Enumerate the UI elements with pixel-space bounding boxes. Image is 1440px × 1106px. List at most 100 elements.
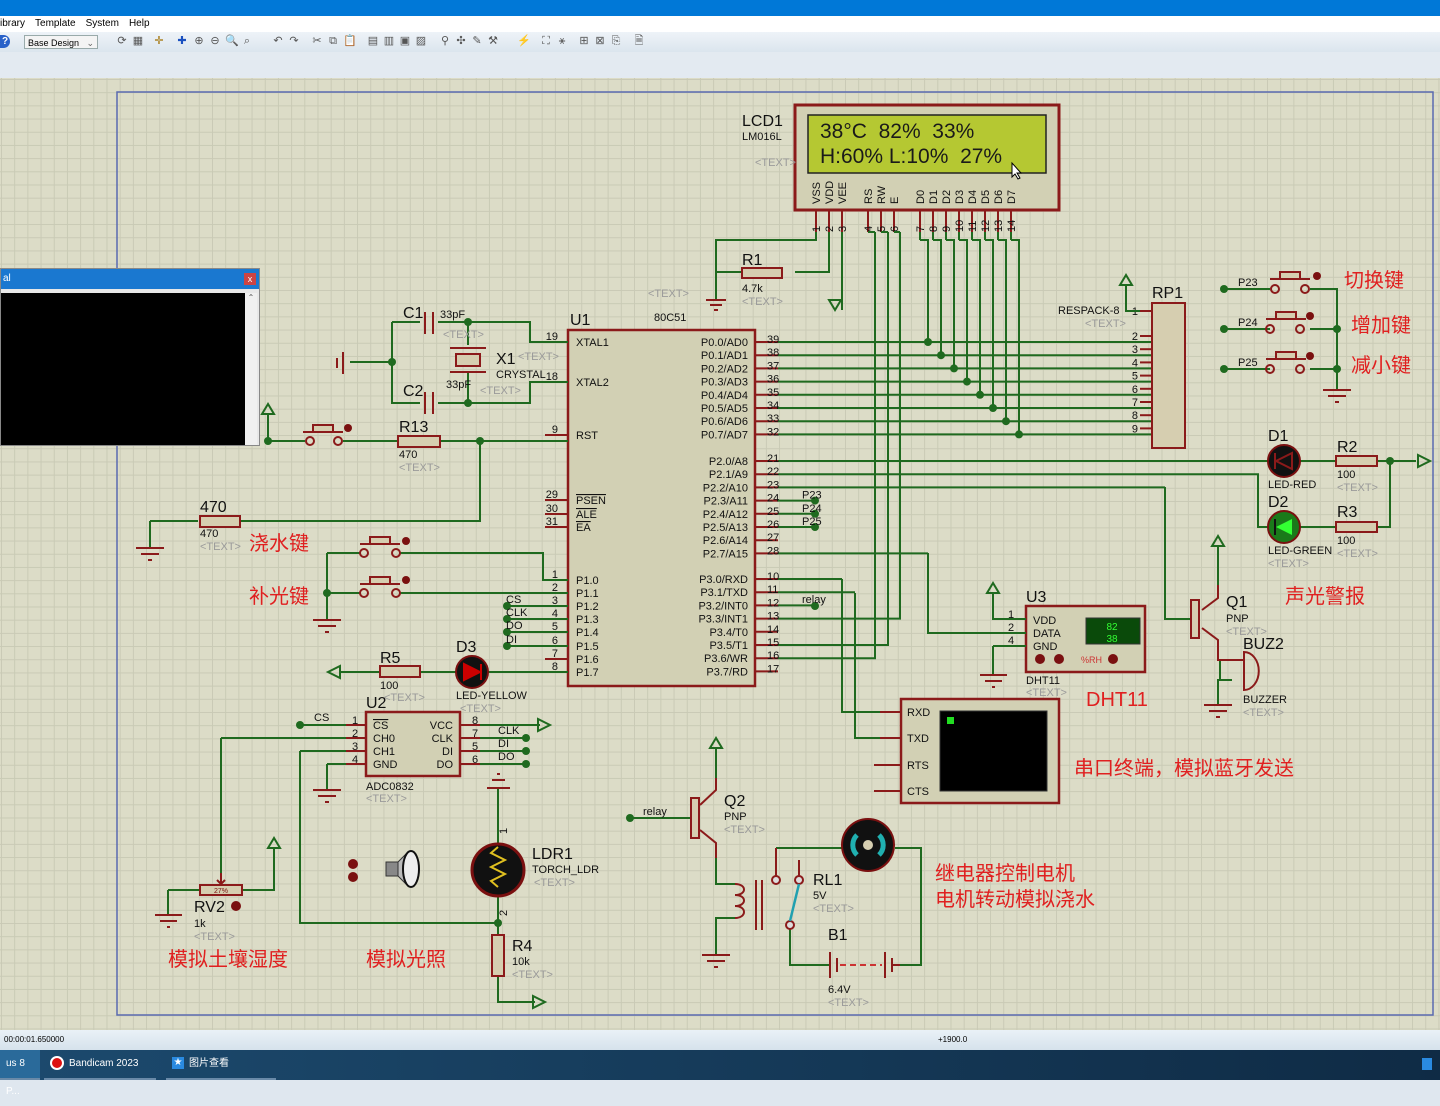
refresh-icon[interactable]: ⟳ bbox=[117, 35, 127, 47]
relay-rl1-coil bbox=[734, 848, 800, 930]
resistor-470[interactable] bbox=[199, 515, 241, 528]
zoom-all-icon[interactable]: 🔍 bbox=[225, 35, 239, 47]
paste-icon[interactable]: 📋 bbox=[343, 35, 357, 47]
junction bbox=[811, 509, 819, 518]
dht11-pin-gnd: GND bbox=[1033, 641, 1058, 653]
transistor-q1[interactable] bbox=[1190, 599, 1200, 639]
zoom-in-icon[interactable]: ⊕ bbox=[194, 35, 204, 47]
cut-icon[interactable]: ✂ bbox=[312, 35, 322, 47]
pan-icon[interactable]: ✚ bbox=[177, 35, 187, 47]
block-delete-icon[interactable]: ▨ bbox=[415, 35, 427, 47]
ldr-torch-ldr[interactable] bbox=[470, 842, 526, 898]
toolbar: ? Base Design⌄ bbox=[0, 32, 1440, 52]
rl1-value: 5V bbox=[813, 890, 827, 902]
menu-library[interactable]: ibrary bbox=[0, 18, 26, 29]
u1-pin-number: 39 bbox=[767, 334, 779, 346]
lcd-pin-e: E bbox=[889, 197, 901, 204]
led-red-d1[interactable] bbox=[1267, 444, 1301, 478]
u1-pin-number: 29 bbox=[546, 489, 558, 501]
close-icon[interactable]: x bbox=[244, 273, 256, 285]
water-key-button[interactable] bbox=[359, 536, 410, 558]
menu-template[interactable]: Template bbox=[35, 18, 76, 29]
taskbar-item-bandicam[interactable]: Bandicam 2023 bbox=[44, 1050, 156, 1080]
r3-text: <TEXT> bbox=[1337, 548, 1378, 560]
led-yellow-d3[interactable] bbox=[455, 655, 489, 689]
copy-icon[interactable]: ⧉ bbox=[329, 35, 337, 47]
light-key-button[interactable] bbox=[359, 576, 410, 598]
mcu-80c51[interactable]: XTAL119XTAL218RST9PSEN29ALE30EA31P1.01P1… bbox=[545, 328, 779, 688]
lcd-pin-number: 2 bbox=[824, 226, 836, 232]
resistor-r2[interactable] bbox=[1335, 455, 1378, 467]
remove-sheet-icon[interactable]: ⊠ bbox=[595, 35, 605, 47]
taskbar-item-proteus[interactable]: us 8 P... bbox=[0, 1050, 40, 1097]
resistor-r13[interactable] bbox=[397, 435, 441, 448]
zoom-out-icon[interactable]: ⊖ bbox=[210, 35, 220, 47]
virtual-terminal-window[interactable]: al x ⌃ bbox=[0, 268, 260, 446]
switch-key-button[interactable] bbox=[1270, 271, 1321, 294]
r5-text: <TEXT> bbox=[384, 692, 425, 704]
help-icon[interactable]: ? bbox=[0, 35, 10, 48]
tray-icon[interactable] bbox=[1422, 1058, 1432, 1070]
pick-device-icon[interactable]: ⚲ bbox=[440, 35, 450, 47]
rp1-pin-number: 3 bbox=[1132, 344, 1138, 356]
battery-b1[interactable] bbox=[829, 952, 900, 978]
u1-pin-number: 27 bbox=[767, 532, 779, 544]
menu-help[interactable]: Help bbox=[128, 18, 150, 29]
u1-pin-xtal2: XTAL2 bbox=[576, 377, 609, 389]
u1-pin-ea: EA bbox=[576, 522, 591, 534]
lcd-pin-d6: D6 bbox=[993, 190, 1005, 204]
lcd-lm016l[interactable]: 38°C 82% 33% H:60% L:10% 27% VSS1VDD2VEE… bbox=[793, 103, 1061, 232]
search-icon[interactable]: ⛶ bbox=[542, 35, 550, 47]
resistor-r4[interactable] bbox=[491, 934, 505, 977]
packaging-icon[interactable]: ✎ bbox=[472, 35, 482, 47]
make-device-icon[interactable]: ✣ bbox=[456, 35, 466, 47]
u1-pin-number: 11 bbox=[767, 584, 778, 596]
taskbar: us 8 P... Bandicam 2023 ★图片查看 bbox=[0, 1050, 1440, 1097]
grid-icon[interactable]: ▦ bbox=[132, 35, 144, 47]
goto-sheet-icon[interactable]: ⎘ bbox=[611, 35, 621, 47]
zoom-area-icon[interactable]: ⌕ bbox=[243, 35, 251, 47]
new-sheet-icon[interactable]: ⊞ bbox=[579, 35, 589, 47]
bom-icon[interactable]: 🗎 bbox=[634, 35, 644, 47]
increase-key-button[interactable] bbox=[1265, 311, 1314, 334]
decrease-key-button[interactable] bbox=[1265, 351, 1314, 374]
u1-pin-rst: RST bbox=[576, 430, 598, 442]
menu-system[interactable]: System bbox=[85, 18, 119, 29]
property-tool-icon[interactable]: ⚹ bbox=[558, 35, 566, 47]
taskbar-item-photo-viewer[interactable]: ★图片查看 bbox=[166, 1050, 276, 1080]
ground-icon bbox=[136, 547, 164, 561]
block-move-icon[interactable]: ▥ bbox=[383, 35, 395, 47]
ground-icon bbox=[702, 954, 730, 968]
virtual-terminal[interactable]: RXD TXD RTS CTS bbox=[899, 697, 1061, 805]
resistor-r3[interactable] bbox=[1335, 521, 1378, 533]
motor-icon[interactable] bbox=[841, 818, 895, 872]
block-copy-icon[interactable]: ▤ bbox=[367, 35, 379, 47]
wire bbox=[778, 232, 889, 646]
menu-bar: ibrary Template System Help bbox=[0, 16, 1440, 32]
design-select[interactable]: Base Design⌄ bbox=[24, 35, 98, 49]
u1-pin-number: 8 bbox=[552, 661, 558, 673]
wire-autorouter-icon[interactable]: ⚡ bbox=[517, 35, 531, 47]
undo-icon[interactable]: ↶ bbox=[273, 35, 283, 47]
wire bbox=[972, 239, 981, 395]
resistor-r1[interactable] bbox=[741, 267, 783, 279]
u2-ref: U2 bbox=[366, 695, 387, 712]
u1-pin-p3-7-rd: P3.7/RD bbox=[706, 666, 748, 678]
resistor-r5[interactable] bbox=[379, 665, 421, 678]
redo-icon[interactable]: ↷ bbox=[289, 35, 299, 47]
chevron-down-icon: ⌄ bbox=[86, 38, 94, 48]
block-rotate-icon[interactable]: ▣ bbox=[399, 35, 411, 47]
u1-pin-number: 34 bbox=[767, 400, 779, 412]
reset-button[interactable] bbox=[312, 424, 334, 433]
terminal-scrollbar[interactable]: ⌃ bbox=[245, 293, 257, 445]
ground-icon bbox=[1204, 704, 1232, 718]
crystal-x1[interactable] bbox=[455, 353, 481, 367]
led-green-d2[interactable] bbox=[1267, 510, 1301, 544]
transistor-q2[interactable] bbox=[690, 797, 700, 839]
terminal-screen[interactable] bbox=[1, 293, 245, 445]
sensor-dht11[interactable]: 82 38 %RH VDD DATA GND bbox=[1024, 604, 1147, 674]
decompose-icon[interactable]: ⚒ bbox=[488, 35, 498, 47]
origin-icon[interactable]: ✛ bbox=[154, 35, 164, 47]
